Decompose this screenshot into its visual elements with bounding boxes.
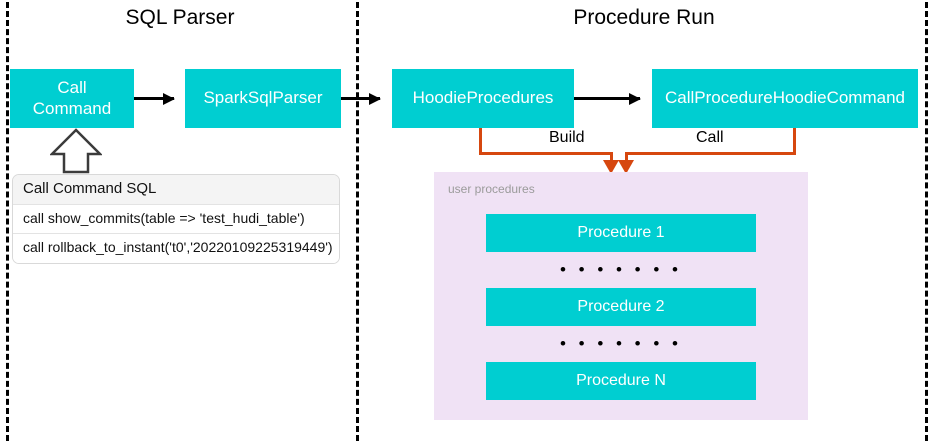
section-title-sql-parser: SQL Parser (125, 6, 235, 29)
connector-call-vertical (793, 128, 796, 155)
connector-build-drop (610, 152, 613, 166)
node-procedure-n[interactable]: Procedure N (486, 362, 756, 400)
arrow-spark-sql-parser-to-hoodie-procedures (341, 92, 381, 105)
connector-call-drop (625, 152, 628, 166)
connector-build-vertical (479, 128, 482, 155)
arrowhead-call-icon (618, 160, 634, 174)
hollow-up-arrow-icon (50, 128, 102, 174)
sql-table-row: call rollback_to_instant('t0','202201092… (13, 234, 339, 263)
arrow-hoodie-procedures-to-call-procedure-hoodie-command (574, 92, 641, 105)
connector-call-horizontal (625, 152, 796, 155)
sql-table-header: Call Command SQL (13, 175, 339, 205)
edge-label-build: Build (545, 129, 589, 147)
call-command-sql-table: Call Command SQL call show_commits(table… (12, 174, 340, 264)
node-spark-sql-parser[interactable]: SparkSqlParser (185, 69, 341, 128)
node-call-procedure-hoodie-command[interactable]: CallProcedureHoodieCommand (652, 69, 918, 128)
separator-line-middle (356, 2, 359, 441)
node-call-command[interactable]: Call Command (10, 69, 134, 128)
node-procedure-1[interactable]: Procedure 1 (486, 214, 756, 252)
arrow-call-command-to-spark-sql-parser (134, 92, 175, 105)
edge-label-call: Call (692, 129, 728, 147)
ellipsis-separator: • • • • • • • (559, 260, 682, 279)
node-procedure-2[interactable]: Procedure 2 (486, 288, 756, 326)
user-procedures-caption: user procedures (448, 182, 535, 196)
connector-build-horizontal (479, 152, 613, 155)
user-procedures-panel: user procedures Procedure 1 • • • • • • … (434, 172, 808, 420)
ellipsis-separator: • • • • • • • (559, 334, 682, 353)
separator-line-left (6, 2, 9, 441)
sql-table-row: call show_commits(table => 'test_hudi_ta… (13, 205, 339, 234)
node-hoodie-procedures[interactable]: HoodieProcedures (392, 69, 574, 128)
separator-line-right (925, 2, 928, 441)
section-title-procedure-run: Procedure Run (573, 6, 715, 29)
arrowhead-build-icon (603, 160, 619, 174)
